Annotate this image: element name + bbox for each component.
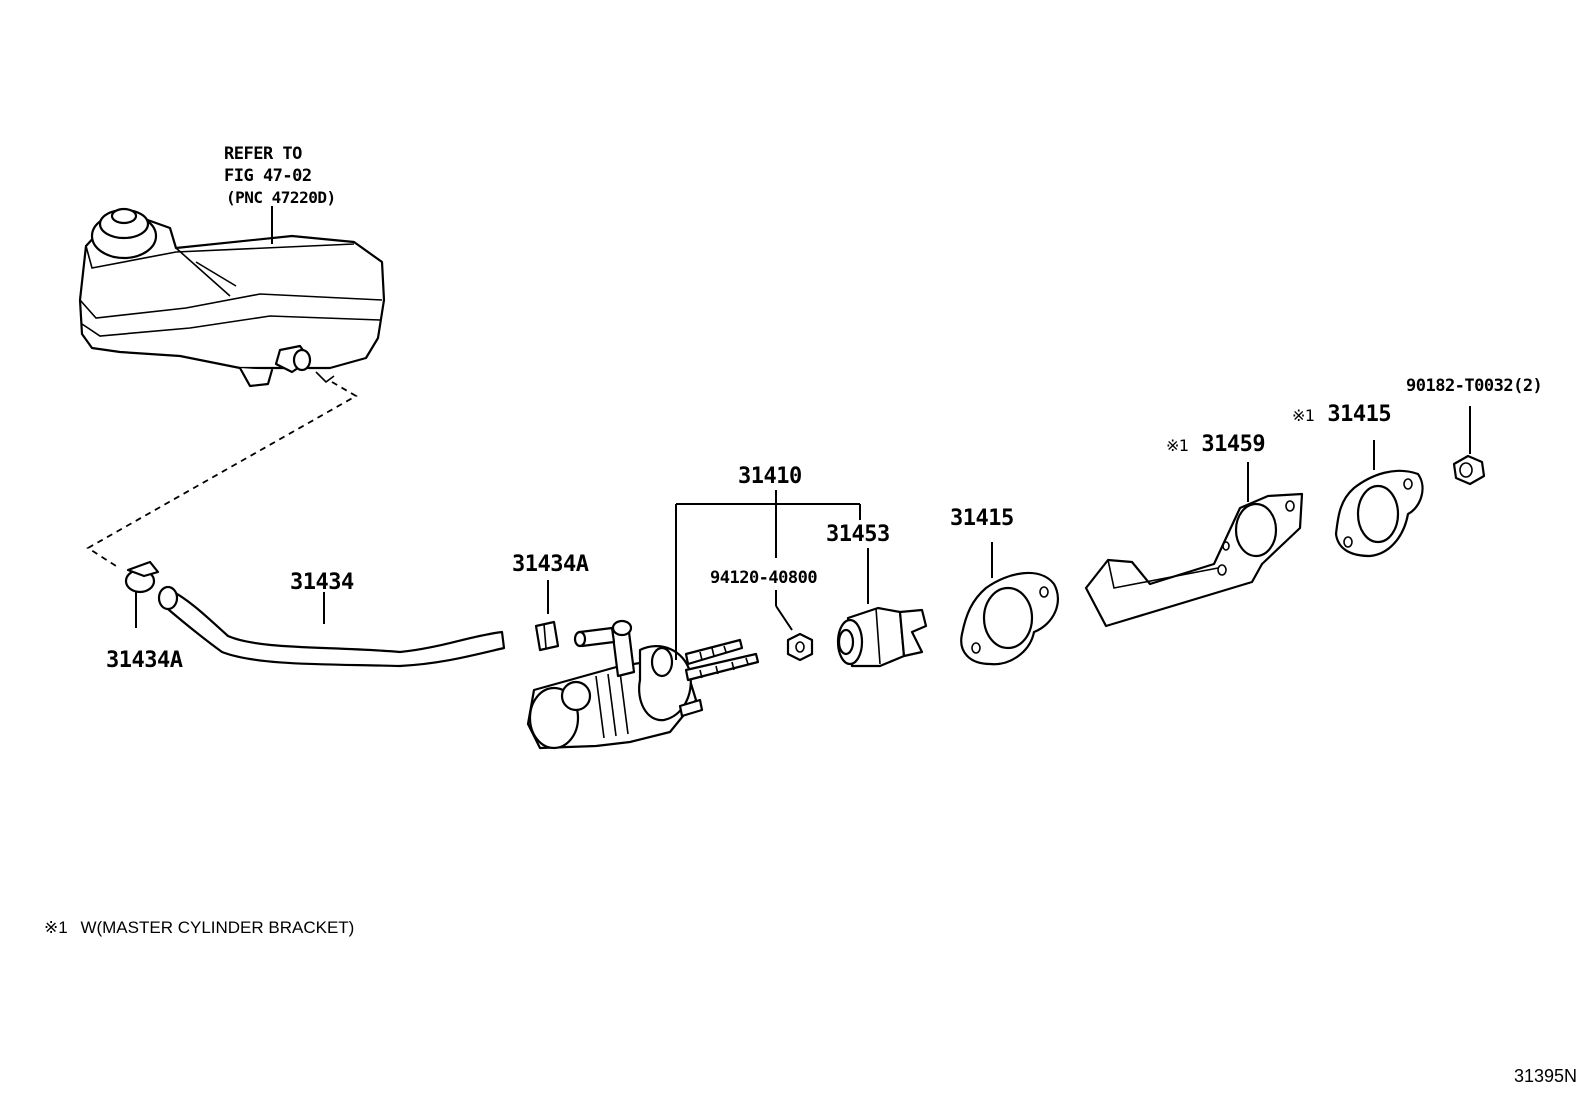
nut-drawing: [786, 632, 814, 662]
callout-master-cylinder: 31410: [738, 464, 802, 489]
figure-id: 31395N: [1514, 1066, 1578, 1086]
hose-clip-drawing: [534, 580, 560, 652]
group-bracket-lines: [675, 490, 869, 660]
hose-clip-drawing: [124, 560, 160, 628]
footnote: ※1 W(MASTER CYLINDER BRACKET): [44, 918, 354, 938]
callout-bracket-row: ※1 31459: [1166, 432, 1266, 457]
callout-clip-upper: 31434A: [512, 552, 589, 577]
callout-gasket: 31415: [950, 506, 1014, 531]
callout-bracket: 31459: [1201, 432, 1266, 457]
bolt-drawing: [1452, 406, 1486, 486]
reservoir-note-line3: (PNC 47220D): [226, 188, 336, 207]
bracket-drawing: [1084, 462, 1304, 628]
push-rod-drawing: [836, 606, 928, 668]
connection-line: [86, 381, 358, 567]
callout-gasket-bracket: 31415: [1327, 402, 1392, 427]
gasket-drawing: [960, 542, 1059, 666]
reservoir-note-line2: FIG 47-02: [224, 166, 312, 186]
callout-mark-bracket: ※1: [1166, 436, 1189, 455]
gasket-drawing: [1334, 440, 1424, 558]
master-cylinder-drawing: [526, 619, 760, 750]
callout-hose: 31434: [290, 570, 354, 595]
footnote-mark: ※1: [44, 918, 68, 937]
callout-clip-lower: 31434A: [106, 648, 183, 673]
callout-gasket-bracket-row: ※1 31415: [1292, 402, 1392, 427]
callout-mark-gasket-bracket: ※1: [1292, 406, 1315, 425]
hose-drawing: [157, 585, 506, 668]
callout-bolt: 90182-T0032(2): [1406, 376, 1543, 396]
footnote-text: W(MASTER CYLINDER BRACKET): [80, 918, 355, 937]
reservoir-note-line1: REFER TO: [224, 144, 302, 164]
reservoir-drawing: [78, 206, 386, 388]
callout-nut: 94120-40800: [710, 568, 818, 588]
callout-push-rod: 31453: [826, 522, 890, 547]
